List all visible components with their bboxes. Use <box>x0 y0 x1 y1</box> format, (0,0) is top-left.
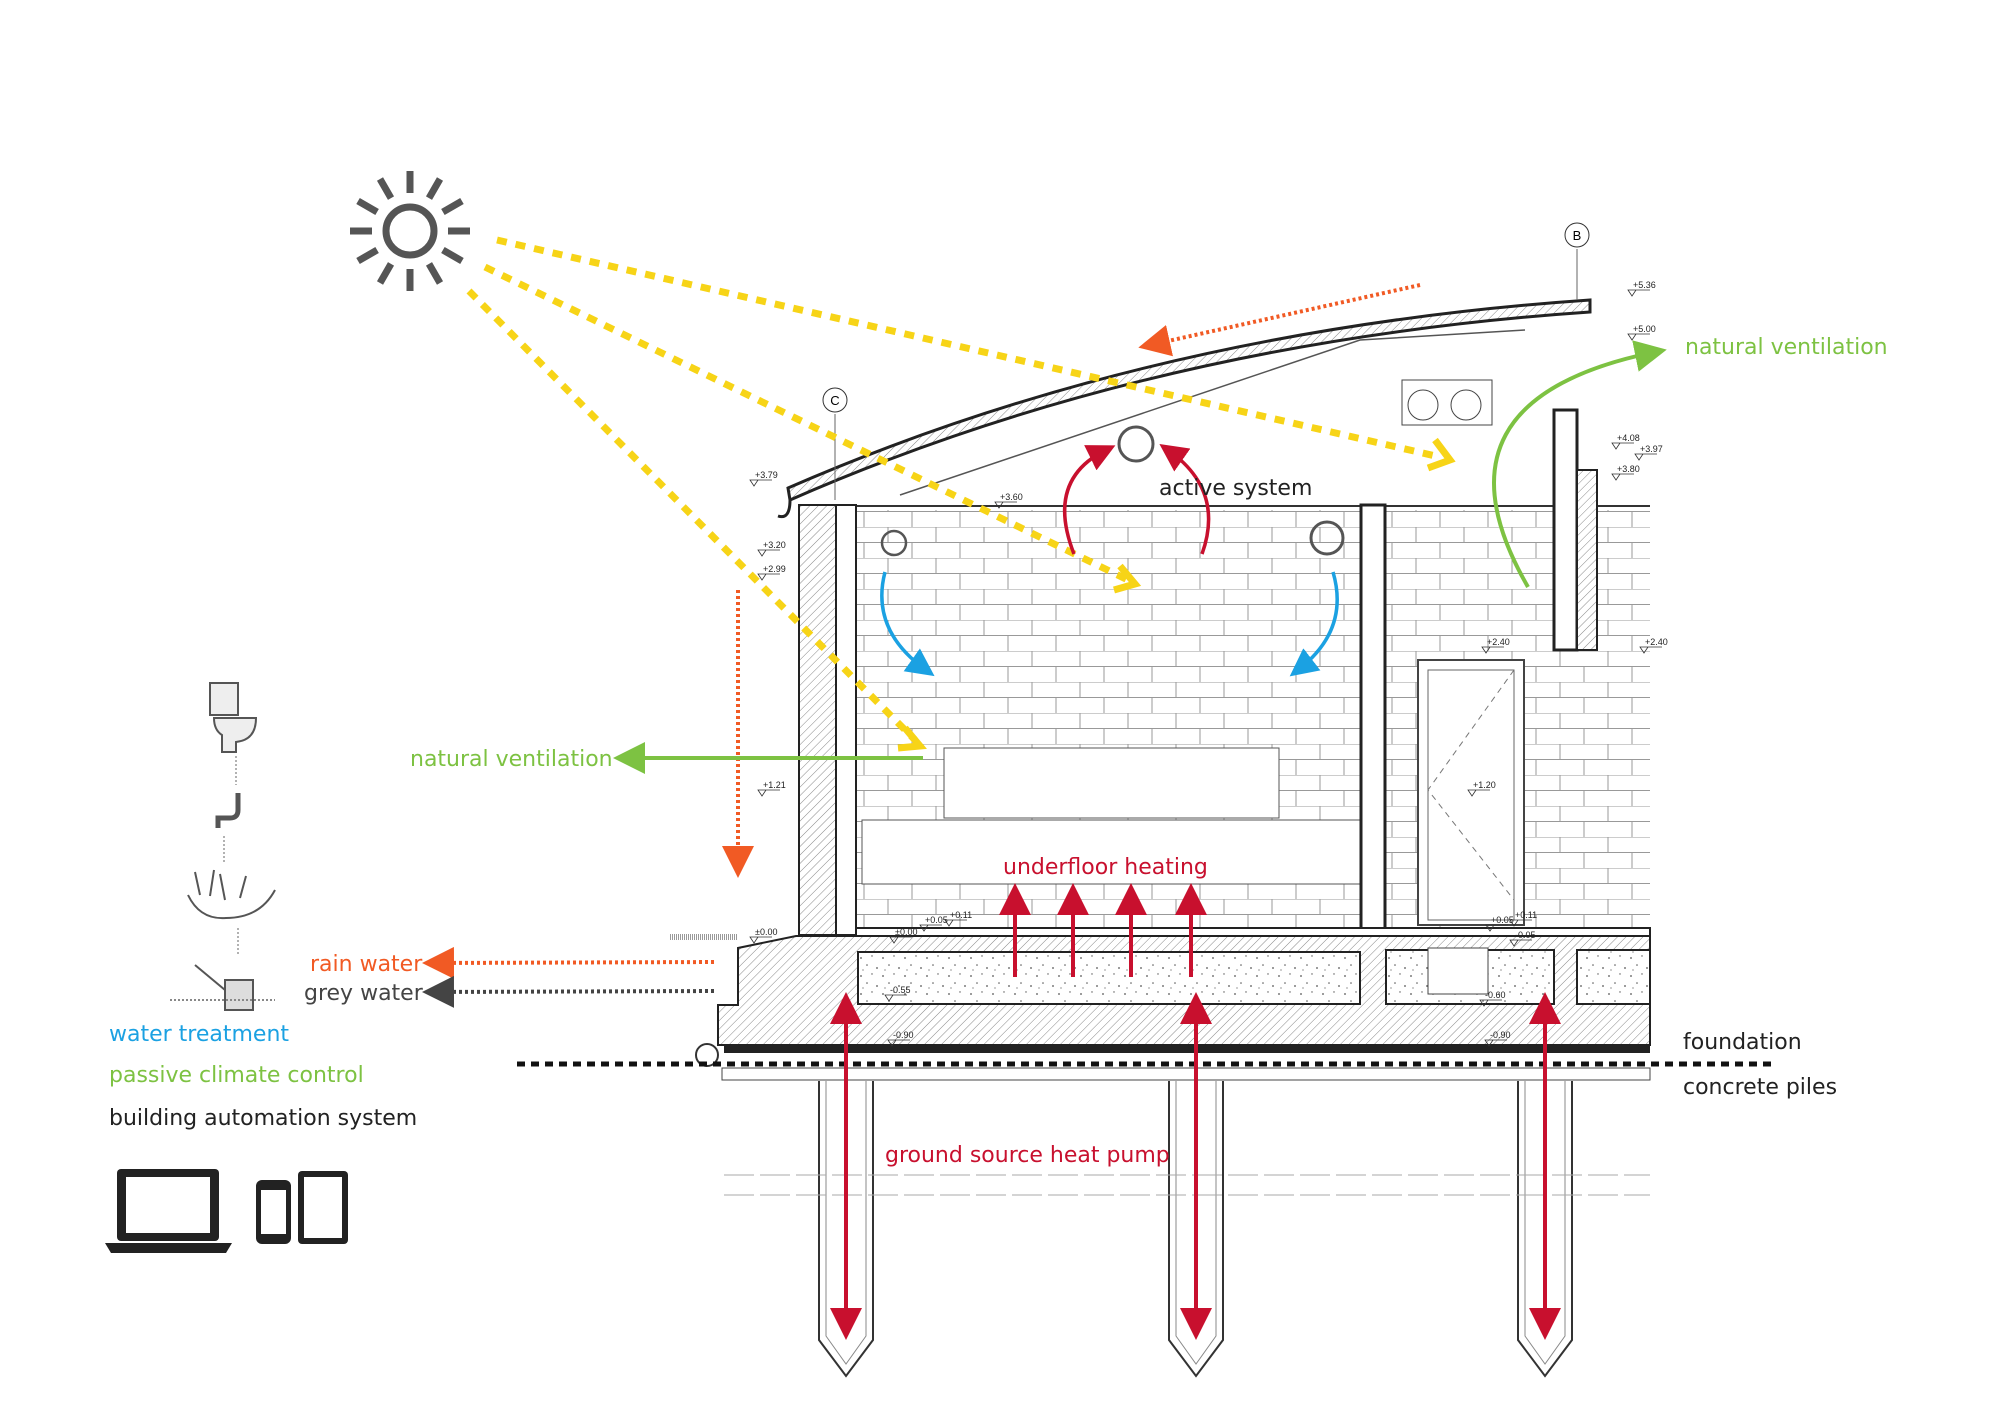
toilet-icon <box>209 682 258 753</box>
building-automation-system-label: building automation system <box>109 1106 417 1131</box>
elevation-marker <box>1509 939 1532 947</box>
active-system-label: active system <box>1159 476 1312 501</box>
elevation-label: -0.60 <box>1485 990 1506 1000</box>
concrete-piles-label: concrete piles <box>1683 1075 1837 1100</box>
elevation-label: ±0.00 <box>895 927 917 937</box>
elevation-marker <box>757 549 780 557</box>
tablet-icon <box>298 1171 348 1244</box>
grid-marker-b-label: B <box>1573 228 1582 243</box>
foundation-label: foundation <box>1683 1030 1802 1055</box>
elevation-marker <box>1611 473 1634 481</box>
elevation-marker <box>1639 646 1662 654</box>
elevation-marker <box>1485 924 1508 932</box>
ground-source-heat-pump-label: ground source heat pump <box>885 1143 1170 1168</box>
solar-radiation-arrows <box>466 236 1441 743</box>
elevation-label: +2.99 <box>763 564 786 574</box>
solar-arrowheads <box>897 437 1456 752</box>
elevation-marker <box>889 936 912 944</box>
elevation-label: +2.40 <box>1645 637 1668 647</box>
grid-marker-b <box>1564 222 1590 248</box>
elevation-label: +3.97 <box>1640 444 1663 454</box>
elevation-marker <box>884 994 907 1002</box>
cooling-air-arrows <box>880 571 1339 677</box>
sun-icon <box>350 171 470 291</box>
elevation-marker <box>1634 453 1657 461</box>
grid-marker-c <box>822 387 848 413</box>
elevation-label: -0.05 <box>1515 930 1536 940</box>
underfloor-heating-label: underfloor heating <box>1003 855 1208 880</box>
elevation-marker <box>757 789 780 797</box>
natural-ventilation-left-label: natural ventilation <box>410 747 613 772</box>
elevation-marker <box>1481 646 1504 654</box>
elevation-label: +1.20 <box>1473 780 1496 790</box>
rain-water-arrows <box>422 283 1421 979</box>
elevation-label: +3.79 <box>755 470 778 480</box>
elevation-label: +2.40 <box>1487 637 1510 647</box>
elevation-label: ±0.00 <box>755 927 777 937</box>
elevation-marker <box>944 919 967 927</box>
elevation-label: -0.90 <box>893 1030 914 1040</box>
elevation-label: +4.08 <box>1617 433 1640 443</box>
phone-icon <box>256 1180 291 1244</box>
passive-climate-control-label: passive climate control <box>109 1063 364 1088</box>
rain-water-label: rain water <box>310 952 423 977</box>
elevation-marker <box>1467 789 1490 797</box>
elevation-marker <box>1479 999 1502 1007</box>
natural-ventilation-top-label: natural ventilation <box>1685 335 1888 360</box>
elevation-marker <box>1627 289 1650 297</box>
elevation-label: +1.21 <box>763 780 786 790</box>
underfloor-heating-arrows <box>999 883 1207 977</box>
elevation-label: +3.60 <box>1000 492 1023 502</box>
ground-source-heat-pump-arrows <box>830 992 1561 1340</box>
elevation-label: -0.55 <box>890 985 911 995</box>
elevation-marker <box>749 936 772 944</box>
water-treatment-label: water treatment <box>109 1022 289 1047</box>
elevation-label: +0.05 <box>1491 915 1514 925</box>
laptop-icon <box>105 1169 232 1253</box>
active-system-arrows <box>1062 443 1211 555</box>
grid-marker-c-label: C <box>830 393 839 408</box>
elevation-marker <box>1627 333 1650 341</box>
grey-water-arrow <box>422 975 715 1008</box>
elevation-marker <box>1484 1039 1507 1047</box>
elevation-marker <box>749 479 772 487</box>
elevation-marker <box>994 501 1017 509</box>
plant-basin-icon <box>187 869 276 920</box>
elevation-marker <box>1611 442 1634 450</box>
building-section: C B +5.36 +5.00 +4.08+3.97+3.80 +3.79 +3.60 +… <box>517 222 1776 1378</box>
grey-water-label: grey water <box>304 981 424 1006</box>
elevation-label: +3.20 <box>763 540 786 550</box>
pipe-icon <box>215 793 241 828</box>
elevation-label: +0.11 <box>950 910 972 920</box>
elevation-marker <box>1509 919 1532 927</box>
natural-ventilation-arrows <box>613 340 1667 774</box>
elevation-label: +5.36 <box>1633 280 1656 290</box>
elevation-label: +0.11 <box>1515 910 1537 920</box>
elevation-label: +3.80 <box>1617 464 1640 474</box>
watering-can-icon <box>170 964 275 1011</box>
elevation-marker <box>757 573 780 581</box>
elevation-label: +5.00 <box>1633 324 1656 334</box>
elevation-label: -0.90 <box>1490 1030 1511 1040</box>
elevation-marker <box>887 1039 910 1047</box>
elevation-label: +0.05 <box>925 915 948 925</box>
elevation-marker <box>919 924 942 932</box>
